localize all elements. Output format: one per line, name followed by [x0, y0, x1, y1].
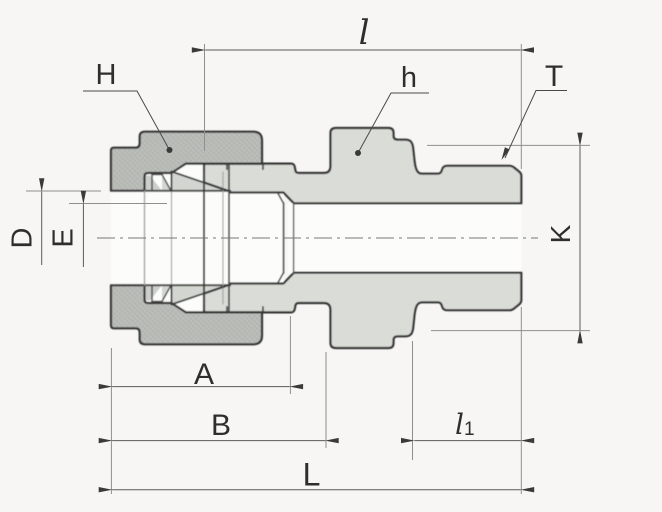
label-L: L: [303, 457, 321, 493]
leader-dot-H: [166, 147, 173, 153]
counterbore-chamfer-bottom: [276, 271, 285, 285]
nut-top-half: [109, 130, 264, 192]
leader-lines: [83, 90, 567, 159]
thread-ticks: [226, 162, 264, 314]
label-l1: l1: [455, 408, 475, 441]
label-h: h: [401, 62, 417, 94]
label-B: B: [211, 409, 231, 442]
label-H: H: [96, 59, 117, 91]
ferrule-seat-cone-top: [170, 170, 229, 192]
dimension-labels: l H h T D E K A B L l1: [7, 13, 576, 493]
front-ferrule-outline: [170, 170, 229, 306]
dimensions: [26, 44, 590, 494]
nut-shoulder-wedge-top: [144, 175, 162, 191]
label-A: A: [194, 358, 214, 391]
label-D: D: [7, 228, 39, 249]
back-ferrule-outline: [151, 173, 172, 303]
nut-shoulder-wedge-bottom: [144, 285, 162, 301]
leader-arrow-T: [501, 147, 510, 160]
counterbore-chamfer-top: [276, 191, 285, 205]
body-bottom-half: [202, 271, 523, 350]
back-ferrule-slope: [161, 173, 172, 192]
leader-dot-h: [355, 150, 361, 156]
label-l: l: [359, 13, 370, 53]
label-T: T: [545, 60, 563, 93]
nut-bottom-half: [109, 284, 264, 346]
label-l1-main: l: [455, 408, 464, 441]
body-top-half: [202, 126, 523, 205]
dimension-lines: [39, 47, 583, 493]
label-l1-subscript: 1: [464, 419, 475, 440]
leader-H: [83, 90, 170, 151]
label-E: E: [47, 228, 79, 247]
leader-T: [504, 90, 567, 159]
back-ferrule-slope-b: [161, 284, 172, 303]
label-K: K: [545, 224, 576, 243]
ferrule-seat-cone-bottom: [170, 284, 229, 306]
leader-h: [357, 92, 429, 154]
